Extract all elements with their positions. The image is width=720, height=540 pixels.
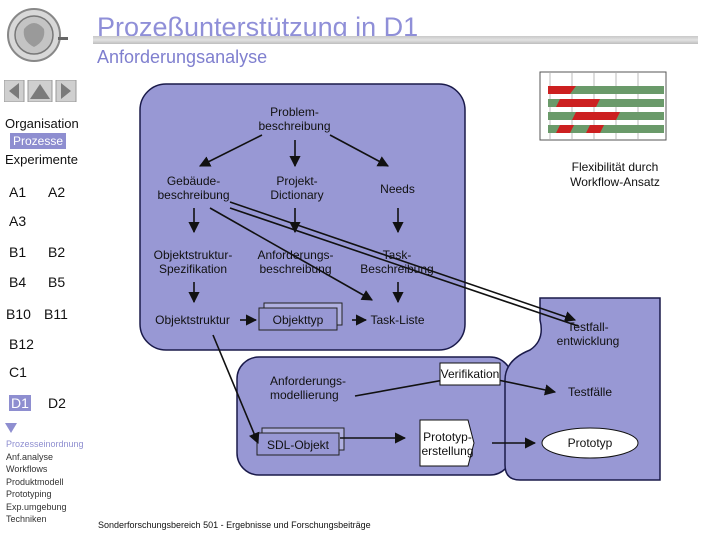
link-workflows[interactable]: Workflows [6,464,48,474]
main-panel [139,83,466,351]
node-anforderungsbeschreibung: Anforderungs- beschreibung [257,248,334,276]
link-prototyping[interactable]: Prototyping [6,489,52,499]
nav-a2[interactable]: A2 [48,184,66,200]
pointer-down-icon [5,420,17,438]
nav-arrows [3,79,84,103]
node-objektstruktur-spezifikation: Objektstruktur- Spezifikation [153,248,233,276]
nav-c1[interactable]: C1 [9,364,27,380]
title-divider [93,36,698,44]
node-prototyperstellung: Prototyp- erstellung [421,430,474,458]
flexibility-caption: Flexibilität durch Workflow-Ansatz [570,160,660,189]
university-logo [2,3,74,67]
node-sdlobjekt: SDL-Objekt [266,438,330,452]
prototyp-node [541,427,639,459]
node-testfallentwicklung: Testfall- entwicklung [556,320,620,348]
link-produktmodell[interactable]: Produktmodell [6,476,64,487]
nav-d2[interactable]: D2 [48,395,66,411]
page-subtitle: Anforderungsanalyse [97,47,268,67]
nav-b5[interactable]: B5 [48,274,66,290]
node-objektstruktur: Objektstruktur [155,313,230,327]
nav-a1[interactable]: A1 [9,184,27,200]
nav-b1[interactable]: B1 [9,244,27,260]
nav-b4[interactable]: B4 [9,274,27,290]
node-testfaelle: Testfälle [567,385,613,399]
node-anforderungsmodellierung: Anforderungs- modellierung [270,374,347,402]
nav-organisation[interactable]: Organisation [5,116,79,131]
link-anfanalyse[interactable]: Anf.analyse [6,451,54,462]
node-projektdictionary: Projekt- Dictionary [270,174,324,202]
nav-b2[interactable]: B2 [48,244,66,260]
nav-d1[interactable]: D1 [9,395,31,411]
verifikation-node [439,362,501,386]
node-needs: Needs [380,182,415,196]
nav-b12[interactable]: B12 [9,336,34,352]
node-verifikation: Verifikation [440,367,500,381]
forward-arrow-icon [61,83,71,99]
back-arrow-icon [9,83,19,99]
link-prozesseinordnung[interactable]: Prozesseinordnung [6,439,84,449]
node-objekttyp: Objekttyp [272,313,324,327]
link-techniken[interactable]: Techniken [6,514,47,524]
nav-a3[interactable]: A3 [9,213,27,229]
nav-prozesse[interactable]: Prozesse [10,133,67,149]
nav-b10[interactable]: B10 [6,306,31,322]
node-gebaeudebeschreibung: Gebäude- beschreibung [157,174,230,202]
link-expumgebung[interactable]: Exp.umgebung [6,501,67,512]
up-arrow-icon [30,84,50,99]
nav-experimente[interactable]: Experimente [5,152,78,167]
nav-b11[interactable]: B11 [44,306,68,322]
sidebar-links: Prozesseinordnung Anf.analyse Workflows … [6,438,84,526]
node-prototyp: Prototyp [567,436,613,450]
node-taskliste: Task-Liste [370,313,425,327]
prototyp-erstellung-node [419,419,475,467]
node-problembeschreibung: Problem- beschreibung [258,105,331,133]
footer-text: Sonderforschungsbereich 501 - Ergebnisse… [98,520,371,530]
node-taskbeschreibung: Task- Beschreibung [360,248,434,276]
